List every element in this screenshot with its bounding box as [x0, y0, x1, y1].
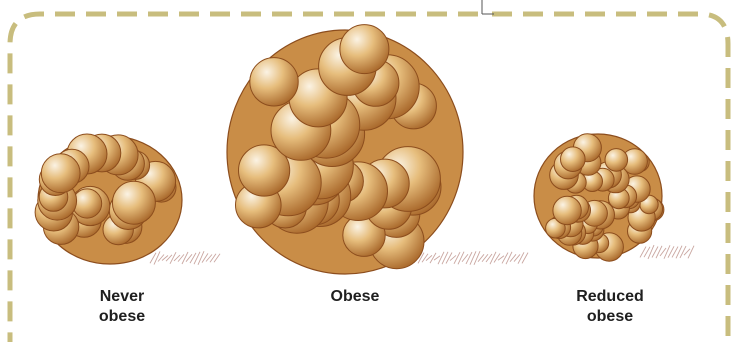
fat-cell-never-obese	[35, 134, 182, 264]
shadow-hatch-line	[450, 255, 456, 260]
label-never-obese: Never obese	[82, 287, 162, 327]
shadow-never-obese	[150, 251, 220, 265]
fat-cell-lobule	[561, 147, 586, 172]
shadow-reduced-obese	[640, 245, 694, 259]
shadow-hatch-line	[154, 251, 160, 264]
shadow-hatch-line	[170, 252, 176, 264]
label-obese: Obese	[300, 287, 410, 307]
label-reduced-obese: Reduced obese	[560, 287, 660, 327]
shadow-hatch-line	[688, 246, 694, 259]
label-reduced-line2: obese	[560, 307, 660, 327]
label-never-line1: Never	[82, 287, 162, 307]
label-reduced-line1: Reduced	[560, 287, 660, 307]
fat-cell-obese	[227, 25, 463, 274]
shadow-hatch-line	[498, 256, 504, 260]
fat-cell-lobule	[41, 154, 80, 193]
shadow-hatch-line	[426, 255, 432, 260]
shadow-hatch-line	[664, 245, 670, 259]
fat-cell-lobule	[553, 196, 581, 224]
fat-cell-lobule	[605, 149, 628, 172]
shadow-hatch-line	[178, 254, 184, 261]
shadow-hatch-line	[182, 252, 188, 264]
shadow-hatch-line	[166, 255, 172, 261]
shadow-hatch-line	[684, 249, 690, 255]
shadow-hatch-line	[490, 252, 496, 264]
label-never-line2: obese	[82, 307, 162, 327]
shadow-hatch-line	[648, 245, 654, 259]
fat-cell-lobule	[112, 181, 155, 224]
shadow-hatch-line	[158, 255, 164, 262]
label-obese-line1: Obese	[300, 287, 410, 307]
fat-cell-reduced-obese	[534, 134, 664, 261]
fat-cell-lobule	[250, 58, 298, 106]
shadow-hatch-line	[434, 256, 440, 260]
shadow-hatch-line	[430, 253, 436, 263]
fat-cell-lobule	[340, 25, 389, 74]
shadow-hatch-line	[462, 254, 468, 261]
shadow-hatch-line	[660, 248, 666, 256]
